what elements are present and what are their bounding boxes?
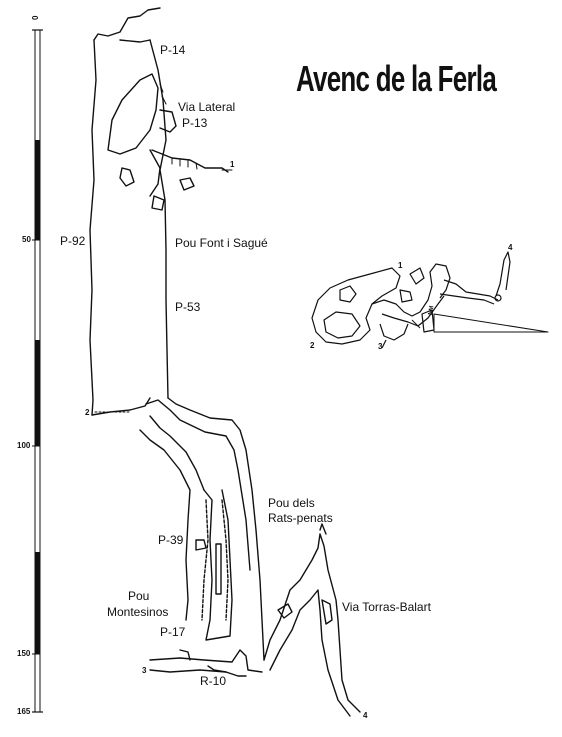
via-lateral-chamber	[107, 73, 159, 155]
scale-tick-165: 165	[17, 707, 31, 716]
label-pou-font-i-sague: Pou Font i Sagué	[175, 236, 268, 250]
label-via-lateral: Via Lateral	[178, 100, 236, 114]
label-via-torras-balart: Via Torras-Balart	[342, 600, 431, 614]
label-pou-montesinos-2: Montesinos	[107, 605, 169, 619]
plan-marker-3: 3	[378, 342, 383, 351]
label-p39: P-39	[158, 533, 184, 547]
scale-tick-150: 150	[17, 649, 31, 658]
label-p92: P-92	[60, 234, 86, 248]
p39-shaft	[203, 489, 233, 641]
plan-marker-1: 1	[398, 261, 403, 270]
label-r10: R-10	[200, 674, 227, 688]
plan-scale-wedge	[433, 313, 549, 333]
label-p53: P-53	[175, 300, 201, 314]
main-shaft-left-wall	[89, 39, 97, 416]
scale-tick-50: 50	[22, 235, 31, 244]
diagram-title: Avenc de la Ferla	[296, 58, 497, 99]
label-pou-dels-1: Pou dels	[268, 496, 315, 510]
label-pou-dels-2: Rats-penats	[268, 511, 333, 525]
label-p17: P-17	[160, 625, 186, 639]
entrance-outline	[93, 7, 161, 41]
label-p13: P-13	[182, 116, 208, 130]
profile-station-2: 2	[85, 408, 90, 417]
profile-station-4: 4	[363, 711, 368, 720]
plan-marker-4: 4	[508, 243, 513, 252]
profile-station-3: 3	[142, 666, 147, 675]
label-pou-montesinos-1: Pou	[128, 589, 150, 603]
scale-tick-100: 100	[17, 441, 31, 450]
profile-station-1: 1	[230, 160, 235, 169]
plan-north-label: NM	[427, 305, 436, 316]
label-p14: P-14	[160, 43, 186, 57]
plan-marker-2: 2	[310, 341, 315, 350]
via-torras-balart	[263, 533, 361, 713]
